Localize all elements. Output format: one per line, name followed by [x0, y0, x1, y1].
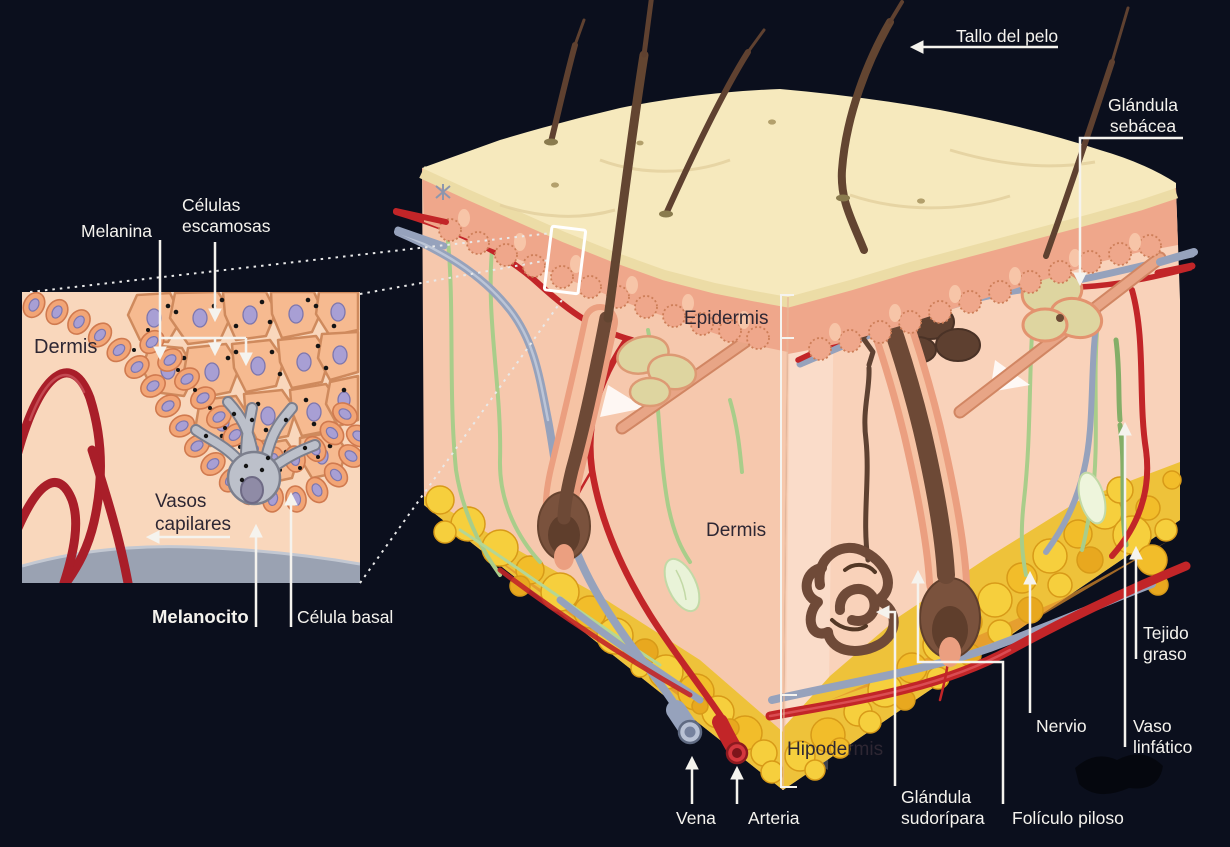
label-hipodermis: Hipodermis	[787, 739, 884, 760]
inset-capillaries	[22, 368, 133, 583]
hair-shaft-3	[663, 28, 766, 217]
magnified-area-highlight-box	[542, 224, 588, 296]
vessel-stubs	[393, 208, 1198, 277]
glandula-sebacea-arrow	[1073, 136, 1183, 287]
label-vaso-linfatico: Vaso linfático	[1133, 716, 1193, 758]
layer-bracket	[780, 294, 797, 788]
foliculo-piloso-arrow	[911, 569, 1005, 804]
label-leader-lines	[145, 40, 1183, 804]
tendon-flash-left	[600, 385, 645, 417]
label-arteria: Arteria	[748, 808, 800, 828]
lamellar-corpuscles	[663, 471, 1107, 613]
hair-shafts	[544, 0, 1130, 323]
hair-shaft-5	[1043, 6, 1130, 259]
label-celulas-escamosas: Células escamosas	[182, 195, 271, 237]
label-epidermis: Epidermis	[684, 308, 769, 329]
gray-knot	[435, 184, 451, 200]
label-tejido-graso: Tejido graso	[1143, 623, 1189, 665]
label-glandula-sebacea: Glándula sebácea	[1107, 95, 1179, 137]
label-tallo-del-pelo: Tallo del pelo	[956, 26, 1059, 46]
label-foliculo-piloso: Folículo piloso	[1012, 808, 1124, 828]
label-dermis-inset: Dermis	[34, 336, 98, 358]
skin-pores	[551, 119, 925, 204]
label-dermis: Dermis	[706, 520, 767, 541]
dark-smudge	[1075, 754, 1163, 795]
stratum-corneum-cut	[419, 166, 1179, 308]
label-glandula-sudoripara: Glándula sudorípara	[901, 787, 985, 829]
arteria-cut-tube	[712, 714, 749, 765]
skin-top-surface	[422, 89, 1176, 297]
label-celula-basal: Célula basal	[297, 607, 394, 627]
inset-melanocyte	[190, 396, 321, 506]
hair-shaft-4-tallo-del-pelo	[837, 0, 904, 254]
corner-highlight	[786, 289, 834, 770]
surface-wrinkles	[499, 148, 1096, 218]
label-melanina: Melanina	[81, 221, 153, 241]
glandula-sudoripara-arrow	[875, 605, 897, 786]
hair-shaft-1	[548, 18, 586, 145]
inset-gray-band	[22, 546, 360, 583]
inset-leader-dotted-lines	[29, 232, 563, 584]
corner-edge	[782, 296, 789, 791]
label-vasos-capilares: Vasos capilares	[155, 491, 232, 535]
sebaceous-gland-left	[616, 335, 698, 408]
hair-follicle-left	[537, 304, 618, 570]
label-melanocito: Melanocito	[152, 606, 249, 627]
hair-shaft-2	[603, 0, 654, 323]
skin-block-illustration	[393, 0, 1198, 791]
label-nervio: Nervio	[1036, 716, 1087, 736]
hair-base-shadows	[544, 138, 850, 218]
inset-magnified-epidermis	[22, 292, 360, 583]
label-vena: Vena	[676, 808, 716, 828]
vena-cut-tube	[666, 700, 703, 745]
